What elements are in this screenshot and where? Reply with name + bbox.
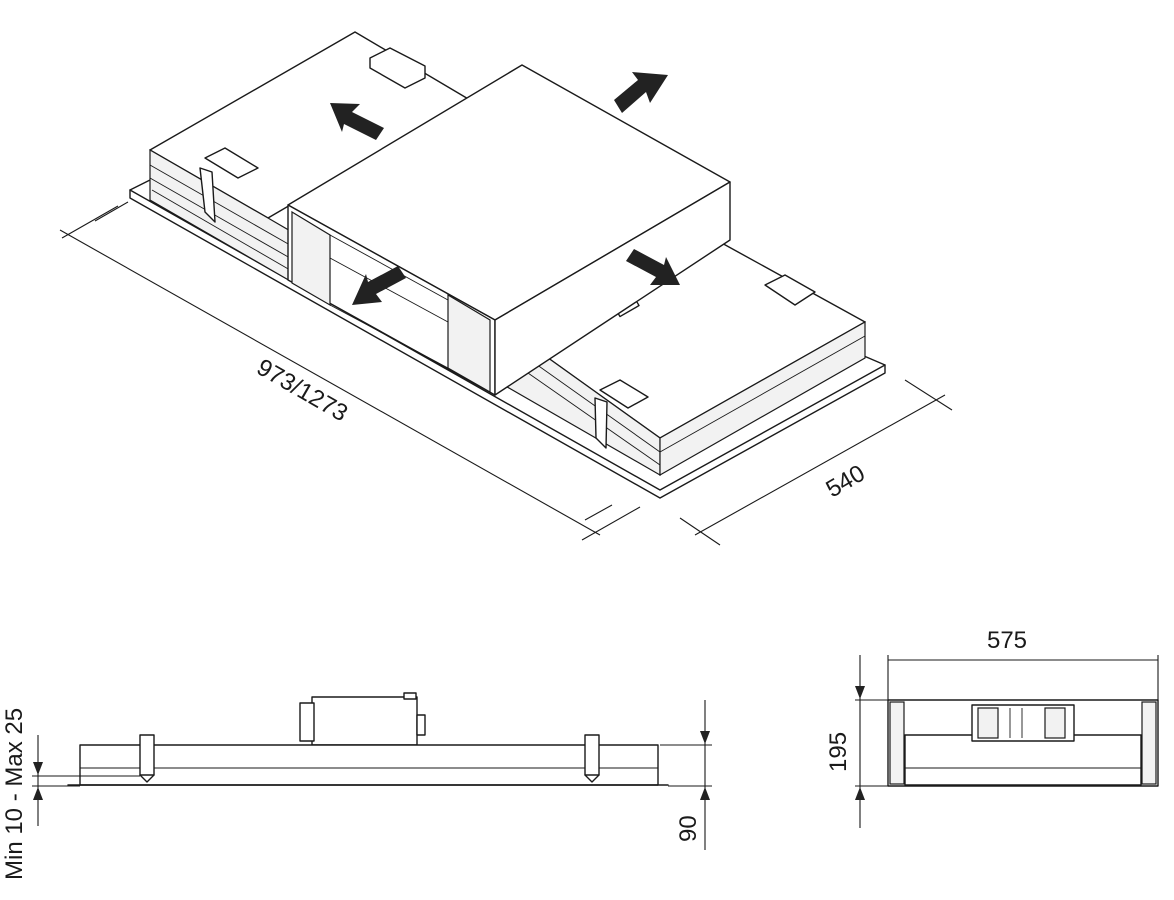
recess-label: Min 10 - Max 25 [1, 708, 28, 880]
mounting-brackets [199, 47, 816, 449]
length-label: 973/1273 [252, 354, 352, 427]
side-view: Min 10 - Max 25 90 [1, 692, 712, 880]
side-frame [79, 744, 659, 786]
side-motor-box [311, 696, 418, 746]
isometric-view: 973/1273 540 [59, 31, 953, 546]
arrow-down-right [626, 249, 680, 285]
frame-height-label: 90 [675, 815, 702, 842]
width-dimension: 575 [887, 627, 1159, 700]
slide-arrows [330, 72, 680, 305]
height-dimension: 195 [825, 655, 888, 828]
width-label: 575 [987, 627, 1027, 654]
motor-box [287, 64, 731, 396]
end-view: 575 195 [825, 627, 1159, 828]
frame-height-dimension: 90 [660, 700, 712, 850]
recess-dimension: Min 10 - Max 25 [1, 708, 140, 880]
depth-label: 540 [822, 460, 870, 503]
arrow-up-right [614, 72, 668, 113]
height-label: 195 [825, 732, 852, 772]
arrow-down-left [352, 266, 406, 305]
arrow-up-left [330, 103, 384, 140]
